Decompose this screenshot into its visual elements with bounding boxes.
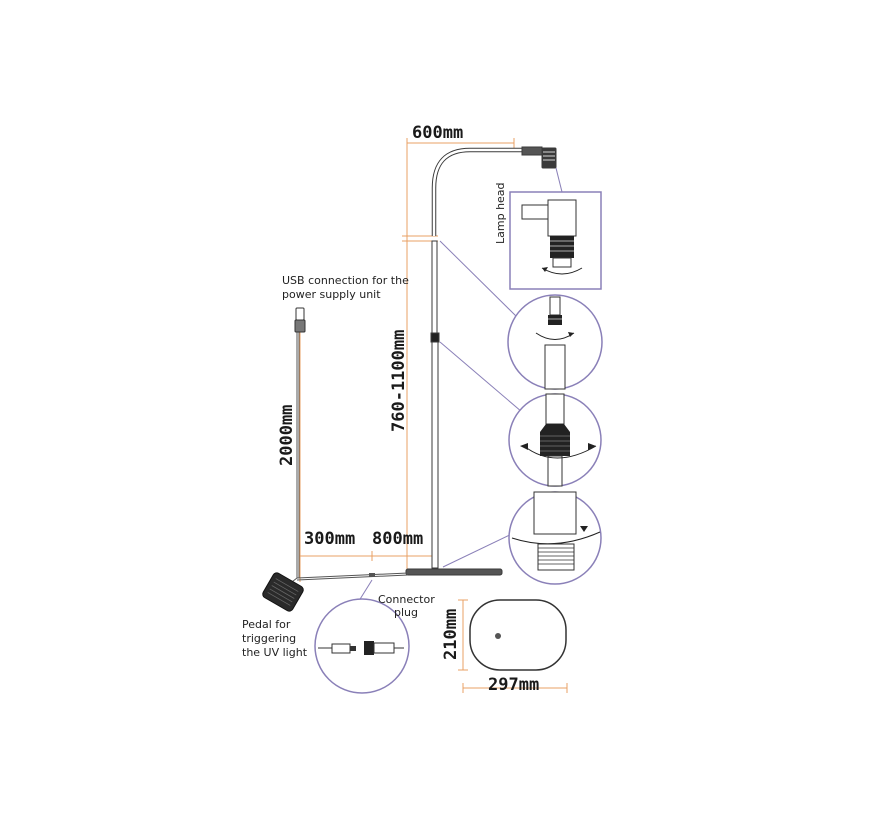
dim-base-depth: 210mm: [441, 609, 461, 660]
label-pedal-line2: triggering: [242, 632, 296, 645]
lower-pole: [431, 341, 439, 569]
rotate-arrow-icon: [523, 445, 597, 459]
callout-leaders: [351, 167, 563, 613]
label-usb-line2: power supply unit: [282, 288, 381, 301]
dimension-lines: [299, 138, 568, 693]
dim-pedal-cable: 300mm: [304, 529, 355, 549]
dim-base-width: 297mm: [488, 675, 539, 695]
dim-usb-cable: 2000mm: [277, 405, 297, 466]
label-pedal-line1: Pedal for: [242, 618, 291, 631]
lamp-head-small: [521, 146, 543, 156]
connector-plug-detail: [314, 598, 410, 694]
pedal-icon: [262, 572, 304, 612]
adjust-collar: [430, 332, 440, 343]
label-connector-line1: Connector: [378, 593, 435, 606]
base-thread-detail: [508, 491, 602, 585]
label-pedal-line3: the UV light: [242, 646, 308, 659]
dim-height-range: 760-1100mm: [389, 330, 409, 432]
dim-arm-reach: 600mm: [412, 123, 463, 143]
lamp-head-detail: [509, 191, 602, 290]
dim-base-cable: 800mm: [372, 529, 423, 549]
cables: [287, 332, 409, 586]
lamp-stand: [405, 146, 557, 576]
label-connector-line2: plug: [394, 606, 418, 619]
cable-connector-marker: [369, 573, 375, 577]
height-collar-detail: [508, 393, 602, 487]
lamp-base: [405, 568, 503, 576]
usb-plug-icon: [294, 307, 306, 333]
pole-joint-detail: [507, 294, 603, 390]
base-top-view: [469, 599, 567, 671]
base-screw-icon: [495, 633, 501, 639]
label-lamp-head: Lamp head: [494, 182, 507, 244]
upper-pole: [431, 240, 438, 334]
gooseneck-arm: [431, 147, 522, 236]
label-usb-line1: USB connection for the: [282, 274, 409, 287]
